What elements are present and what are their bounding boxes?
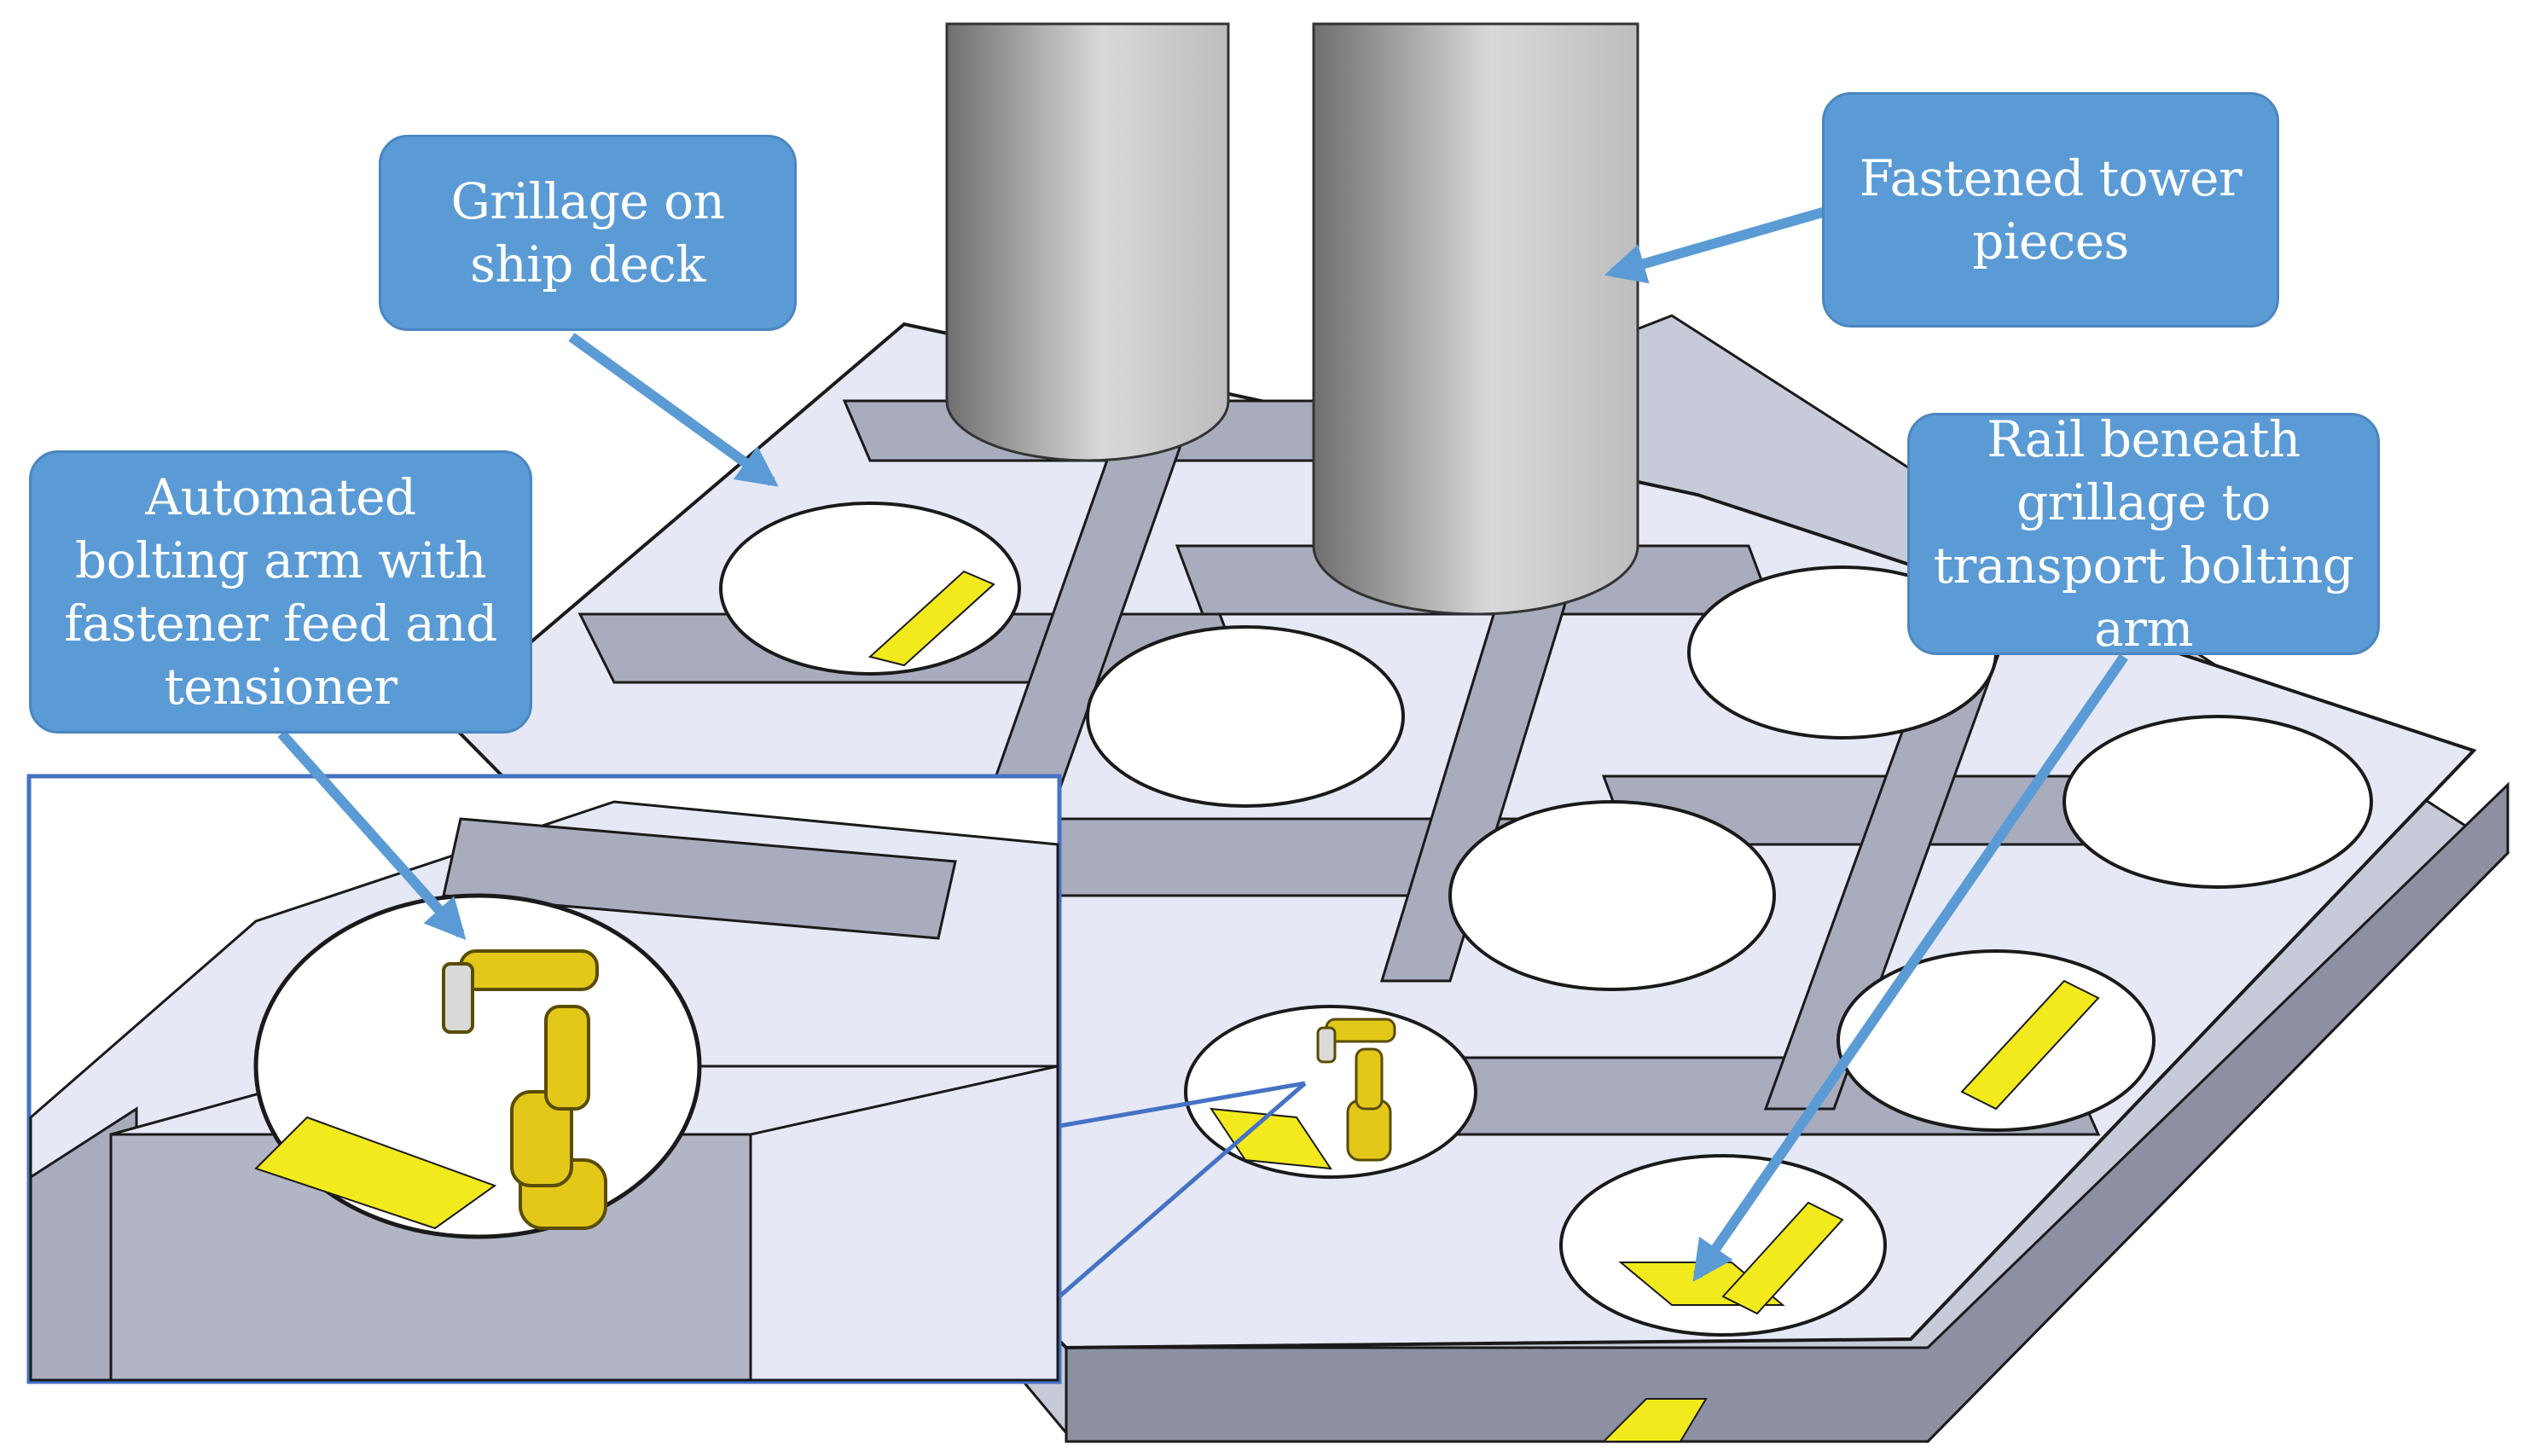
callout-rail-line-4: arm bbox=[2094, 600, 2193, 658]
rail-segments bbox=[867, 570, 2100, 1442]
callout-rail-line-3: transport bolting bbox=[1933, 537, 2354, 595]
tower-pieces bbox=[945, 22, 1639, 616]
callout-bolting-arm-line-1: Automated bbox=[145, 468, 416, 526]
inset-connector bbox=[1058, 1081, 1307, 1298]
callout-rail-line-1: Rail beneath bbox=[1987, 410, 2301, 468]
callout-rail-line-2: grillage to bbox=[2016, 473, 2271, 531]
inset-detail bbox=[26, 774, 1062, 1384]
rail-arrow bbox=[1692, 653, 2128, 1282]
callout-bolting-arm-line-2: bolting arm with bbox=[75, 531, 486, 589]
bolt-ring bbox=[1086, 625, 1405, 808]
bolt-ring bbox=[2063, 715, 2373, 889]
callout-bolting-arm-line-4: tensioner bbox=[164, 658, 397, 716]
bolt-ring bbox=[1448, 800, 1776, 991]
callout-tower: Fastened tower pieces bbox=[1822, 92, 2279, 328]
inset-rail bbox=[254, 1116, 497, 1230]
callout-grillage-line-1: Grillage on bbox=[450, 172, 725, 230]
callout-bolting-arm-line-3: fastener feed and bbox=[64, 595, 497, 653]
robot-arm-icon bbox=[1316, 1018, 1396, 1162]
callout-rail: Rail beneath grillage to transport bolti… bbox=[1907, 410, 2380, 658]
callout-arrows bbox=[277, 206, 2128, 1282]
tower-arrow bbox=[1604, 206, 1827, 284]
callout-grillage: Grillage on ship deck bbox=[379, 135, 797, 331]
callout-bolting-arm: Automated bolting arm with fastener feed… bbox=[29, 450, 532, 734]
bolting-arm-arrow bbox=[277, 730, 467, 941]
callout-tower-line-2: pieces bbox=[1972, 212, 2129, 270]
tower-left bbox=[945, 22, 1230, 462]
tower-right bbox=[1312, 22, 1639, 616]
callout-tower-line-1: Fastened tower bbox=[1859, 149, 2243, 207]
callout-grillage-line-2: ship deck bbox=[470, 235, 705, 293]
bolt-ring bbox=[719, 502, 1021, 676]
inset-robot-arm-icon bbox=[442, 949, 607, 1230]
grillage-arrow bbox=[568, 333, 779, 487]
